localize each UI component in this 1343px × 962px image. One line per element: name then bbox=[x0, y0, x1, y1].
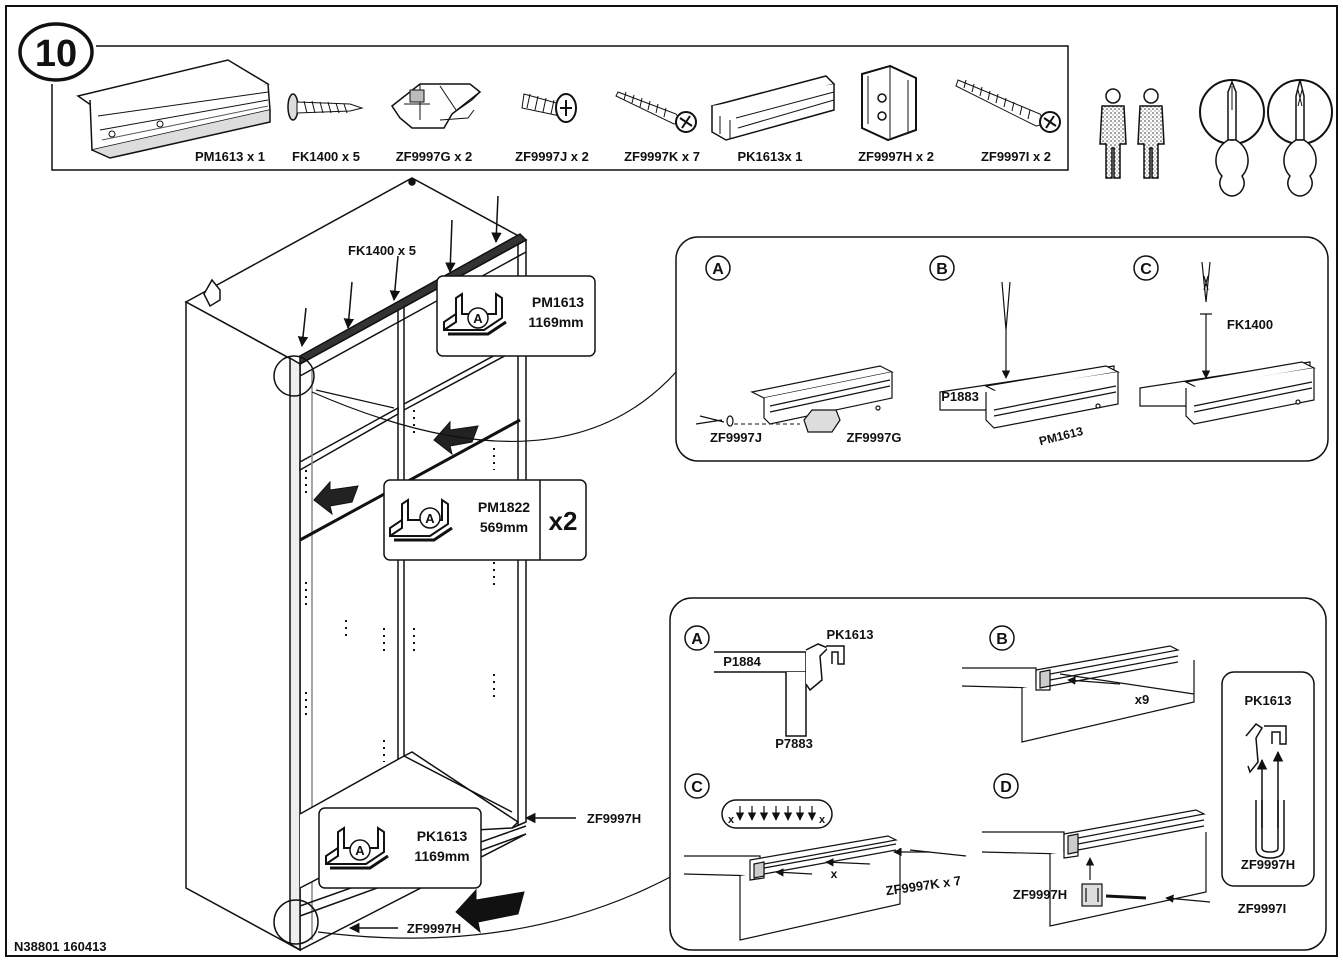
step-b-panel-label: P1883 bbox=[941, 389, 979, 404]
flat-screwdriver-icon bbox=[1199, 79, 1265, 197]
step-number-badge: 10 bbox=[18, 22, 94, 82]
part-label-fk1400: FK1400 x 5 bbox=[292, 149, 360, 164]
bottom-a-top-panel-label: P1884 bbox=[723, 654, 761, 669]
bottom-a-side-panel-label: P7883 bbox=[775, 736, 813, 751]
fk1400-label-main: FK1400 x 5 bbox=[348, 243, 416, 258]
detail-panel-top-rail: A ZF9997J ZF9997G B P1883 PM1613 bbox=[675, 236, 1329, 462]
zf9997i-screw-icon bbox=[955, 79, 1061, 133]
screw-spacing-diagram: x x bbox=[721, 799, 833, 829]
step-a-left-label: ZF9997J bbox=[710, 430, 762, 445]
detail-panel-bottom-rail: A PK1613 P1884 P7883 B x9 PK1613 bbox=[669, 597, 1327, 951]
step-c-screw-label: FK1400 bbox=[1227, 317, 1273, 332]
fk1400-screw-icon bbox=[287, 93, 364, 121]
callout-pm1822-code: PM1822 bbox=[478, 499, 530, 515]
wardrobe-carcass-drawing bbox=[184, 177, 528, 952]
fk1400-screw-arrows bbox=[297, 195, 502, 348]
zf9997h-clip-icon bbox=[861, 64, 917, 142]
phillips-screwdriver-icon bbox=[1267, 79, 1333, 197]
zf9997h-label-right: ZF9997H bbox=[587, 811, 641, 826]
zf9997h-label-bottom: ZF9997H bbox=[407, 921, 461, 936]
part-label-zf9997k: ZF9997K x 7 bbox=[624, 149, 700, 164]
bottom-a-rail-label: PK1613 bbox=[827, 627, 874, 642]
step-number: 10 bbox=[35, 33, 77, 75]
insert-rail-arrow-2 bbox=[313, 480, 359, 516]
part-label-zf9997g: ZF9997G x 2 bbox=[396, 149, 473, 164]
detail-circle-bottom bbox=[273, 899, 319, 945]
callout-pm1613: A PM1613 1169mm bbox=[436, 275, 596, 357]
step-c-letter: C bbox=[1140, 261, 1152, 278]
document-code: N38801 160413 bbox=[14, 939, 107, 954]
callout-pm1822: A PM1822 569mm x2 bbox=[383, 479, 587, 561]
callout-pm1613-code: PM1613 bbox=[532, 294, 584, 310]
svg-text:x: x bbox=[819, 814, 826, 826]
bottom-step-d-letter: D bbox=[1000, 779, 1012, 796]
bottom-step-b-letter: B bbox=[996, 631, 1008, 648]
callout-pm1822-length: 569mm bbox=[480, 519, 528, 535]
svg-text:A: A bbox=[473, 311, 483, 326]
svg-text:A: A bbox=[425, 511, 435, 526]
part-label-zf9997i: ZF9997I x 2 bbox=[981, 149, 1051, 164]
svg-text:A: A bbox=[355, 843, 365, 858]
part-label-zf9997h: ZF9997H x 2 bbox=[858, 149, 934, 164]
bottom-step-a-letter: A bbox=[691, 631, 703, 648]
part-label-pm1613: PM1613 x 1 bbox=[195, 149, 265, 164]
step-b-letter: B bbox=[936, 261, 948, 278]
step-a-right-label: ZF9997G bbox=[847, 430, 902, 445]
pk1613-rail-icon bbox=[710, 75, 836, 141]
zf9997j-screw-icon bbox=[521, 93, 577, 123]
svg-text:x: x bbox=[728, 814, 735, 826]
callout-pk1613-code: PK1613 bbox=[417, 828, 468, 844]
insert-rail-arrow-1 bbox=[433, 420, 479, 456]
svg-text:x: x bbox=[831, 867, 838, 881]
insert-bottom-rail-arrow bbox=[455, 888, 525, 934]
zf9997k-screw-icon bbox=[615, 91, 697, 133]
zf9997g-clip-icon bbox=[390, 83, 482, 129]
pk1613-clip-detail-box: PK1613 ZF9997H bbox=[1221, 671, 1315, 887]
detail-circle-top bbox=[273, 355, 315, 397]
step-a-letter: A bbox=[712, 261, 724, 278]
callout-pm1822-qty: x2 bbox=[549, 506, 578, 536]
callout-pk1613-length: 1169mm bbox=[414, 848, 469, 864]
callout-pk1613: A PK1613 1169mm bbox=[318, 807, 482, 889]
bottom-step-c-letter: C bbox=[691, 779, 703, 796]
bottom-d-screw-label: ZF9997I bbox=[1238, 901, 1286, 916]
part-label-pk1613: PK1613x 1 bbox=[737, 149, 802, 164]
pk-box-clip-label: ZF9997H bbox=[1241, 857, 1295, 872]
two-persons-icon bbox=[1099, 88, 1165, 179]
callout-pm1613-length: 1169mm bbox=[528, 314, 583, 330]
pm1613-rail-icon bbox=[76, 59, 271, 159]
parts-strip: 10 bbox=[18, 22, 1069, 171]
part-label-zf9997j: ZF9997J x 2 bbox=[515, 149, 589, 164]
bottom-b-count: x9 bbox=[1135, 692, 1149, 707]
page-frame bbox=[5, 5, 1338, 957]
bottom-d-clip-label: ZF9997H bbox=[1013, 887, 1067, 902]
pk-box-title: PK1613 bbox=[1245, 693, 1292, 708]
